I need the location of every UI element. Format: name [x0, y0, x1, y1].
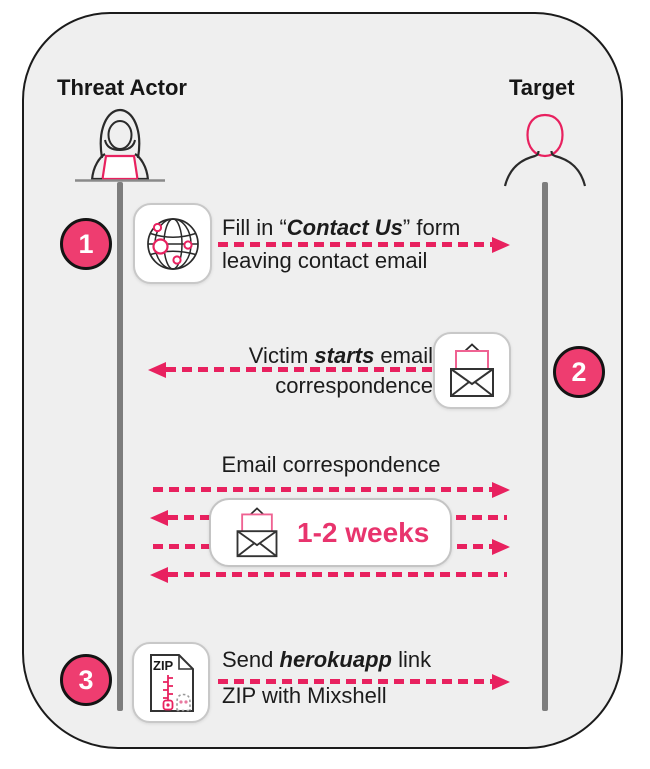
zip-label: ZIP — [153, 658, 174, 673]
globe-icon — [143, 214, 203, 274]
correspondence-arrow-left-2 — [150, 566, 507, 583]
lifeline-threat-actor — [117, 182, 123, 711]
step-3-badge: 3 — [60, 654, 112, 706]
duration-label: 1-2 weeks — [297, 516, 430, 548]
zip-file-icon: ZIP — [142, 652, 200, 714]
step-3-message-line-1: Send herokuapp link — [222, 647, 432, 672]
step-2-arrow-left — [148, 361, 433, 378]
actor-label-threat-actor: Threat Actor — [57, 75, 187, 100]
step-1-badge: 1 — [60, 218, 112, 270]
open-envelope-icon — [444, 342, 500, 400]
step-1-message-line-1: Fill in “Contact Us” form — [222, 215, 461, 240]
correspondence-title: Email correspondence — [221, 452, 441, 477]
step-1-arrow-right — [218, 236, 510, 253]
hooded-hacker-icon — [70, 104, 170, 188]
step-3-arrow-right — [218, 673, 510, 690]
actor-label-target: Target — [509, 75, 575, 100]
zip-file-icon-box: ZIP — [132, 642, 210, 723]
correspondence-arrow-right-1 — [153, 481, 510, 498]
step-3-message-line-2: ZIP with Mixshell — [222, 683, 387, 708]
step-2-message-line-2: correspondence — [275, 373, 433, 398]
person-icon — [497, 106, 593, 190]
globe-icon-box — [133, 203, 212, 284]
duration-box: 1-2 weeks — [209, 498, 452, 567]
lifeline-target — [542, 182, 548, 711]
step-2-message-line-1: Victim starts email — [248, 343, 433, 368]
open-envelope-icon-box — [433, 332, 511, 409]
open-envelope-icon — [231, 505, 283, 561]
step-1-message-line-2: leaving contact email — [222, 248, 428, 273]
step-2-badge: 2 — [553, 346, 605, 398]
